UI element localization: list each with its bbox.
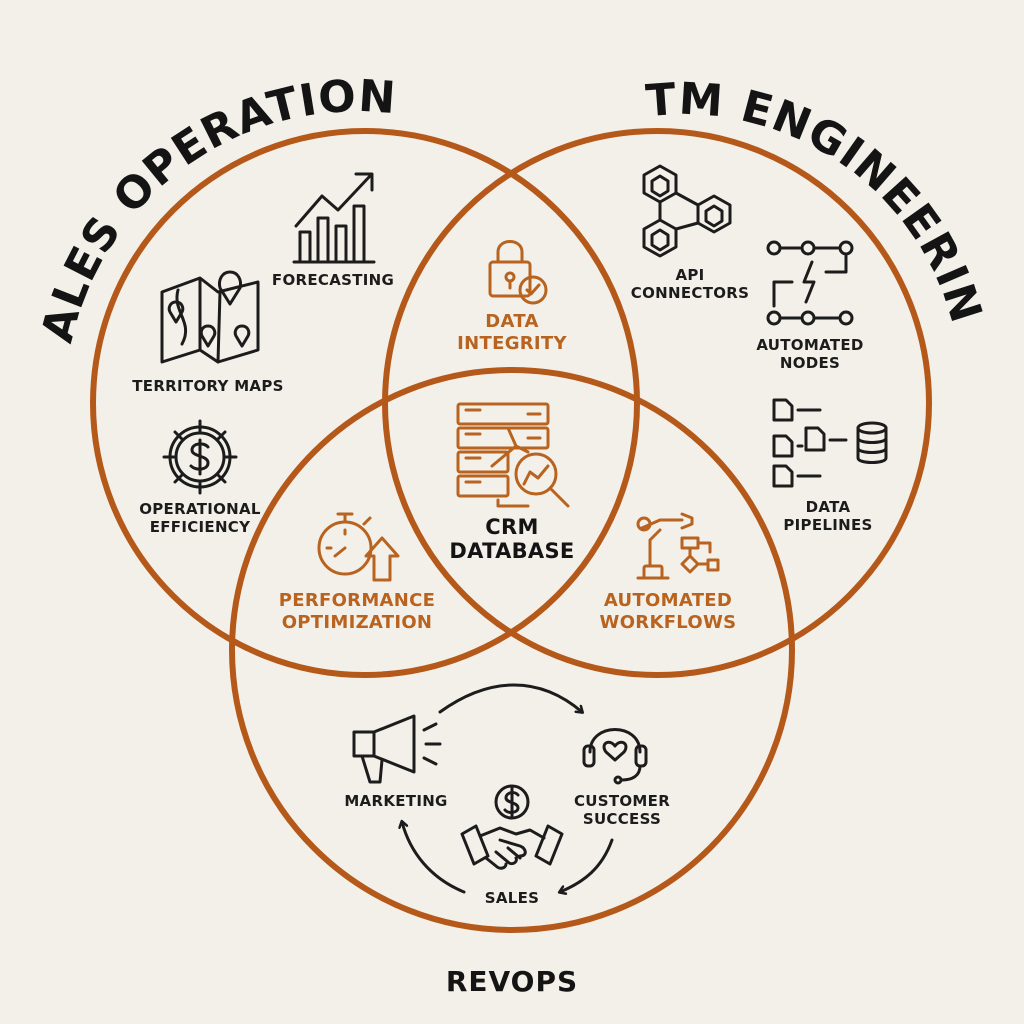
stopwatch-arrow-icon xyxy=(317,512,400,582)
robot-arm-icon xyxy=(636,512,720,580)
api-connector-icon xyxy=(642,164,732,258)
data-pipeline-icon xyxy=(772,398,888,488)
label-territory-maps: TERRITORY MAPS xyxy=(132,377,284,395)
label-automated-nodes: AUTOMATED NODES xyxy=(756,336,864,372)
automated-nodes-icon xyxy=(766,240,854,326)
map-pins-icon xyxy=(160,270,260,364)
megaphone-icon xyxy=(352,714,442,784)
revops-circle xyxy=(229,367,795,933)
label-sales: SALES xyxy=(484,889,540,907)
gear-dollar-icon xyxy=(162,419,238,495)
revops-title: REVOPS xyxy=(445,965,579,998)
label-customer-success: CUSTOMER SUCCESS xyxy=(573,792,671,828)
label-api-connectors: API CONNECTORS xyxy=(630,266,750,302)
label-data-pipelines: DATA PIPELINES xyxy=(783,498,873,534)
label-performance-optimization: PERFORMANCE OPTIMIZATION xyxy=(278,590,436,633)
handshake-icon xyxy=(460,824,564,870)
label-crm-database: CRM DATABASE xyxy=(449,515,575,563)
headset-heart-icon xyxy=(582,728,648,785)
label-operational-efficiency: OPERATIONAL EFFICIENCY xyxy=(139,500,261,536)
cycle-arrow-marketing-to-cs xyxy=(438,683,582,712)
label-forecasting: FORECASTING xyxy=(271,271,395,289)
padlock-check-icon xyxy=(488,240,548,305)
sales-operations-circle xyxy=(90,128,640,678)
label-data-integrity: DATA INTEGRITY xyxy=(457,311,567,354)
cycle-arrow-cs-to-sales xyxy=(560,838,614,892)
label-marketing: MARKETING xyxy=(344,792,448,810)
cycle-arrow-sales-to-marketing xyxy=(402,822,466,894)
trend-chart-icon xyxy=(292,172,376,264)
label-automated-workflows: AUTOMATED WORKFLOWS xyxy=(599,590,737,633)
dollar-coin-icon xyxy=(494,784,530,820)
crm-server-icon xyxy=(456,402,570,508)
